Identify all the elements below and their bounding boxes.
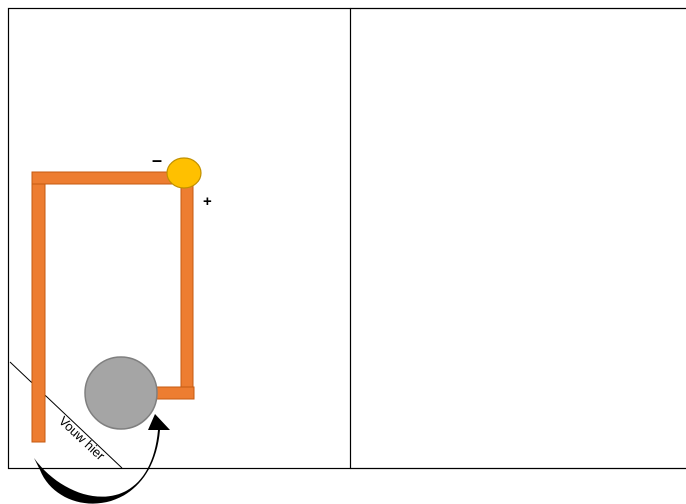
right-panel-frame — [350, 7, 686, 470]
battery-circle — [84, 356, 158, 430]
wire-left-vertical — [31, 171, 46, 443]
plus-label: + — [203, 193, 212, 210]
wire-right-vertical — [180, 177, 194, 400]
fold-arrow-icon — [34, 414, 170, 504]
minus-label: – — [152, 150, 162, 170]
fold-line — [9, 361, 123, 469]
led-circle — [166, 157, 202, 189]
wire-top-horizontal — [31, 171, 183, 185]
